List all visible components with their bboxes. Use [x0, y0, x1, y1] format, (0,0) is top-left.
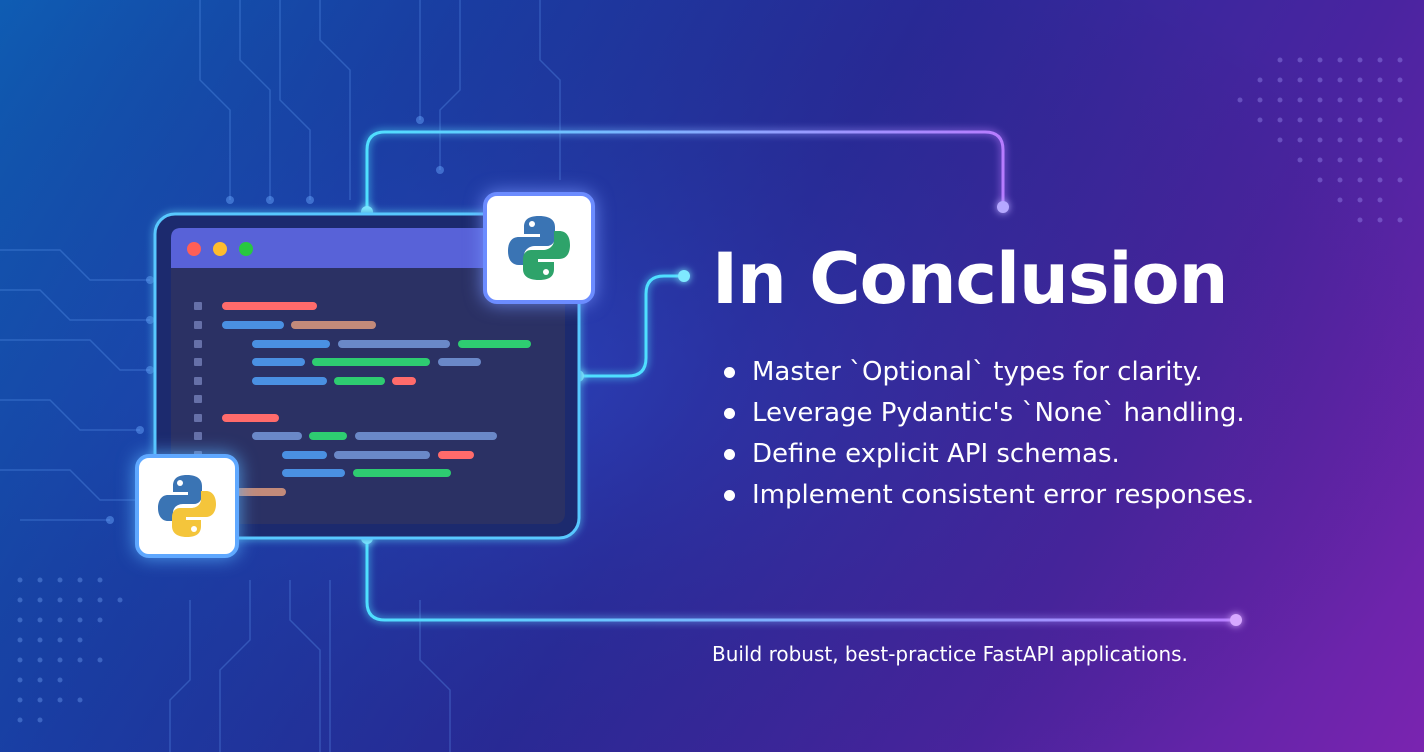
bullet-dot-icon: [724, 490, 735, 501]
python-logo-icon: [158, 475, 216, 537]
bullet-item: Define explicit API schemas.: [724, 434, 1254, 475]
connector-node: [1230, 614, 1242, 626]
bullet-text: Implement consistent error responses.: [752, 480, 1255, 510]
connector-node: [997, 201, 1009, 213]
bullet-text: Define explicit API schemas.: [752, 439, 1120, 469]
python-logo-tile-bottom: [135, 454, 239, 558]
bullet-item: Implement consistent error responses.: [724, 475, 1254, 516]
bullet-text: Master `Optional` types for clarity.: [752, 357, 1203, 387]
bullet-item: Leverage Pydantic's `None` handling.: [724, 393, 1254, 434]
tagline: Build robust, best-practice FastAPI appl…: [712, 642, 1188, 666]
top-connector-line: [365, 130, 1005, 212]
code-editor-window: [153, 212, 581, 540]
window-minimize-dot: [213, 242, 227, 256]
headline: In Conclusion: [712, 238, 1228, 320]
window-maximize-dot: [239, 242, 253, 256]
bullet-dot-icon: [724, 449, 735, 460]
connector-node: [678, 270, 690, 282]
python-logo-icon: [508, 216, 570, 280]
code-lines: [222, 302, 531, 496]
bottom-connector-line: [365, 538, 1236, 622]
python-logo-tile-top: [483, 192, 595, 304]
bullet-item: Master `Optional` types for clarity.: [724, 352, 1254, 393]
bullet-dot-icon: [724, 408, 735, 419]
side-connector-line: [578, 274, 684, 378]
conclusion-bullet-list: Master `Optional` types for clarity. Lev…: [724, 352, 1254, 516]
window-close-dot: [187, 242, 201, 256]
bullet-dot-icon: [724, 367, 735, 378]
bullet-text: Leverage Pydantic's `None` handling.: [752, 398, 1245, 428]
